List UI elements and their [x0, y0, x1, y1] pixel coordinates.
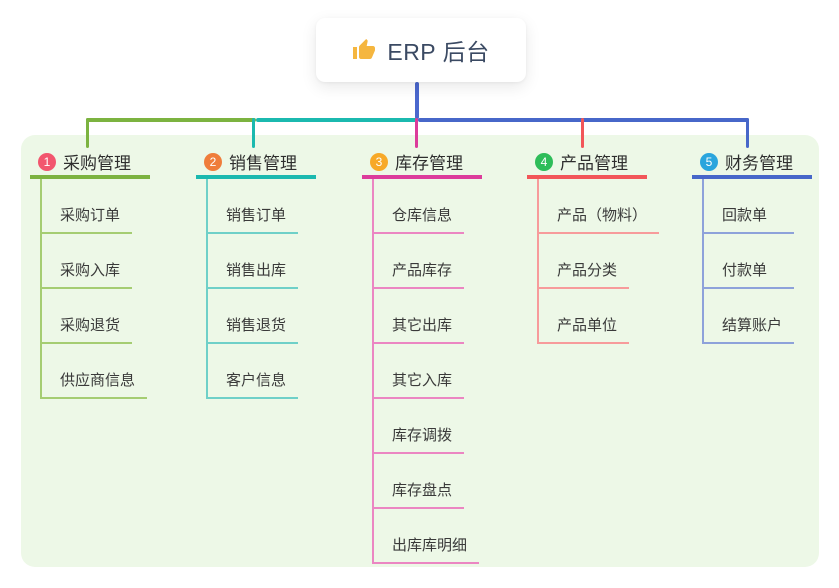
child-label: 供应商信息	[60, 372, 136, 389]
branch-4: 4 产品管理产品（物料） 产品分类产品单位	[527, 148, 687, 344]
branch-label: 产品管理	[560, 154, 628, 173]
branch-header-1[interactable]: 1 采购管理	[30, 148, 150, 179]
child-node[interactable]: 付款单	[704, 234, 794, 289]
branch-children: 仓库信息产品库存其它出库其它入库库存调拨库存盘点出库库明细	[372, 179, 480, 564]
branch-1: 1 采购管理采购订单采购入库采购退货供应商信息	[30, 148, 190, 399]
connector-riser-2	[252, 118, 255, 148]
branch-number-badge: 3	[370, 152, 388, 171]
branch-label: 财务管理	[725, 154, 793, 173]
child-label: 产品单位	[557, 317, 618, 334]
branch-header-5[interactable]: 5 财务管理	[692, 148, 812, 179]
child-label: 回款单	[722, 207, 768, 224]
branch-children: 回款单付款单结算账户	[702, 179, 795, 344]
child-node[interactable]: 库存调拨	[374, 399, 465, 454]
child-node[interactable]: 产品库存	[374, 234, 465, 289]
branch-number-badge: 4	[535, 152, 553, 171]
branch-2: 2 销售管理销售订单销售出库销售退货客户信息	[196, 148, 356, 399]
child-label: 产品（物料）	[557, 207, 648, 224]
child-label: 仓库信息	[392, 207, 453, 224]
child-label: 库存调拨	[392, 427, 453, 444]
connector-riser-3	[415, 118, 418, 148]
connector-bus-segment-1	[86, 118, 256, 122]
root-node[interactable]: ERP 后台	[316, 18, 526, 82]
child-label: 销售订单	[226, 207, 287, 224]
child-node[interactable]: 供应商信息	[42, 344, 148, 399]
child-node[interactable]: 仓库信息	[374, 179, 465, 234]
child-label: 出库库明细	[392, 537, 468, 554]
branch-header-2[interactable]: 2 销售管理	[196, 148, 316, 179]
child-node[interactable]: 采购订单	[42, 179, 133, 234]
child-node[interactable]: 回款单	[704, 179, 794, 234]
child-label: 其它出库	[392, 317, 453, 334]
child-node[interactable]: 产品分类	[539, 234, 630, 289]
child-node[interactable]: 采购入库	[42, 234, 133, 289]
thumbs-up-icon	[352, 38, 376, 62]
child-label: 销售出库	[226, 262, 287, 279]
child-label: 产品库存	[392, 262, 453, 279]
branch-label: 销售管理	[229, 154, 297, 173]
child-label: 客户信息	[226, 372, 287, 389]
connector-root-drop	[415, 82, 419, 119]
branch-children: 采购订单采购入库采购退货供应商信息	[40, 179, 148, 399]
branch-label: 库存管理	[395, 154, 463, 173]
connector-riser-1	[86, 118, 89, 148]
child-label: 采购订单	[60, 207, 121, 224]
child-label: 库存盘点	[392, 482, 453, 499]
child-label: 结算账户	[722, 317, 783, 334]
child-node[interactable]: 销售出库	[208, 234, 299, 289]
child-node[interactable]: 库存盘点	[374, 454, 465, 509]
child-node[interactable]: 销售订单	[208, 179, 299, 234]
branch-children: 销售订单销售出库销售退货客户信息	[206, 179, 299, 399]
child-node[interactable]: 其它入库	[374, 344, 465, 399]
root-title: ERP 后台	[387, 39, 490, 65]
child-node[interactable]: 其它出库	[374, 289, 465, 344]
connector-bus-segment-2	[256, 118, 418, 122]
branches-panel	[21, 135, 819, 567]
child-node[interactable]: 出库库明细	[374, 509, 480, 564]
child-label: 采购入库	[60, 262, 121, 279]
child-node[interactable]: 采购退货	[42, 289, 133, 344]
child-node[interactable]: 客户信息	[208, 344, 299, 399]
child-node[interactable]: 结算账户	[704, 289, 795, 344]
connector-riser-4	[581, 118, 584, 148]
child-label: 采购退货	[60, 317, 121, 334]
branch-5: 5 财务管理回款单付款单结算账户	[692, 148, 839, 344]
child-label: 其它入库	[392, 372, 453, 389]
child-node[interactable]: 产品单位	[539, 289, 630, 344]
branch-number-badge: 2	[204, 152, 222, 171]
branch-children: 产品（物料） 产品分类产品单位	[537, 179, 660, 344]
branch-header-3[interactable]: 3 库存管理	[362, 148, 482, 179]
connector-riser-5	[746, 118, 749, 148]
child-label: 产品分类	[557, 262, 618, 279]
branch-3: 3 库存管理仓库信息产品库存其它出库其它入库库存调拨库存盘点出库库明细	[362, 148, 522, 564]
branch-header-4[interactable]: 4 产品管理	[527, 148, 647, 179]
child-label: 销售退货	[226, 317, 287, 334]
branch-label: 采购管理	[63, 154, 131, 173]
child-node[interactable]: 销售退货	[208, 289, 299, 344]
branch-number-badge: 5	[700, 152, 718, 171]
child-label: 付款单	[722, 262, 768, 279]
child-node[interactable]: 产品（物料）	[539, 179, 660, 234]
branch-number-badge: 1	[38, 152, 56, 171]
